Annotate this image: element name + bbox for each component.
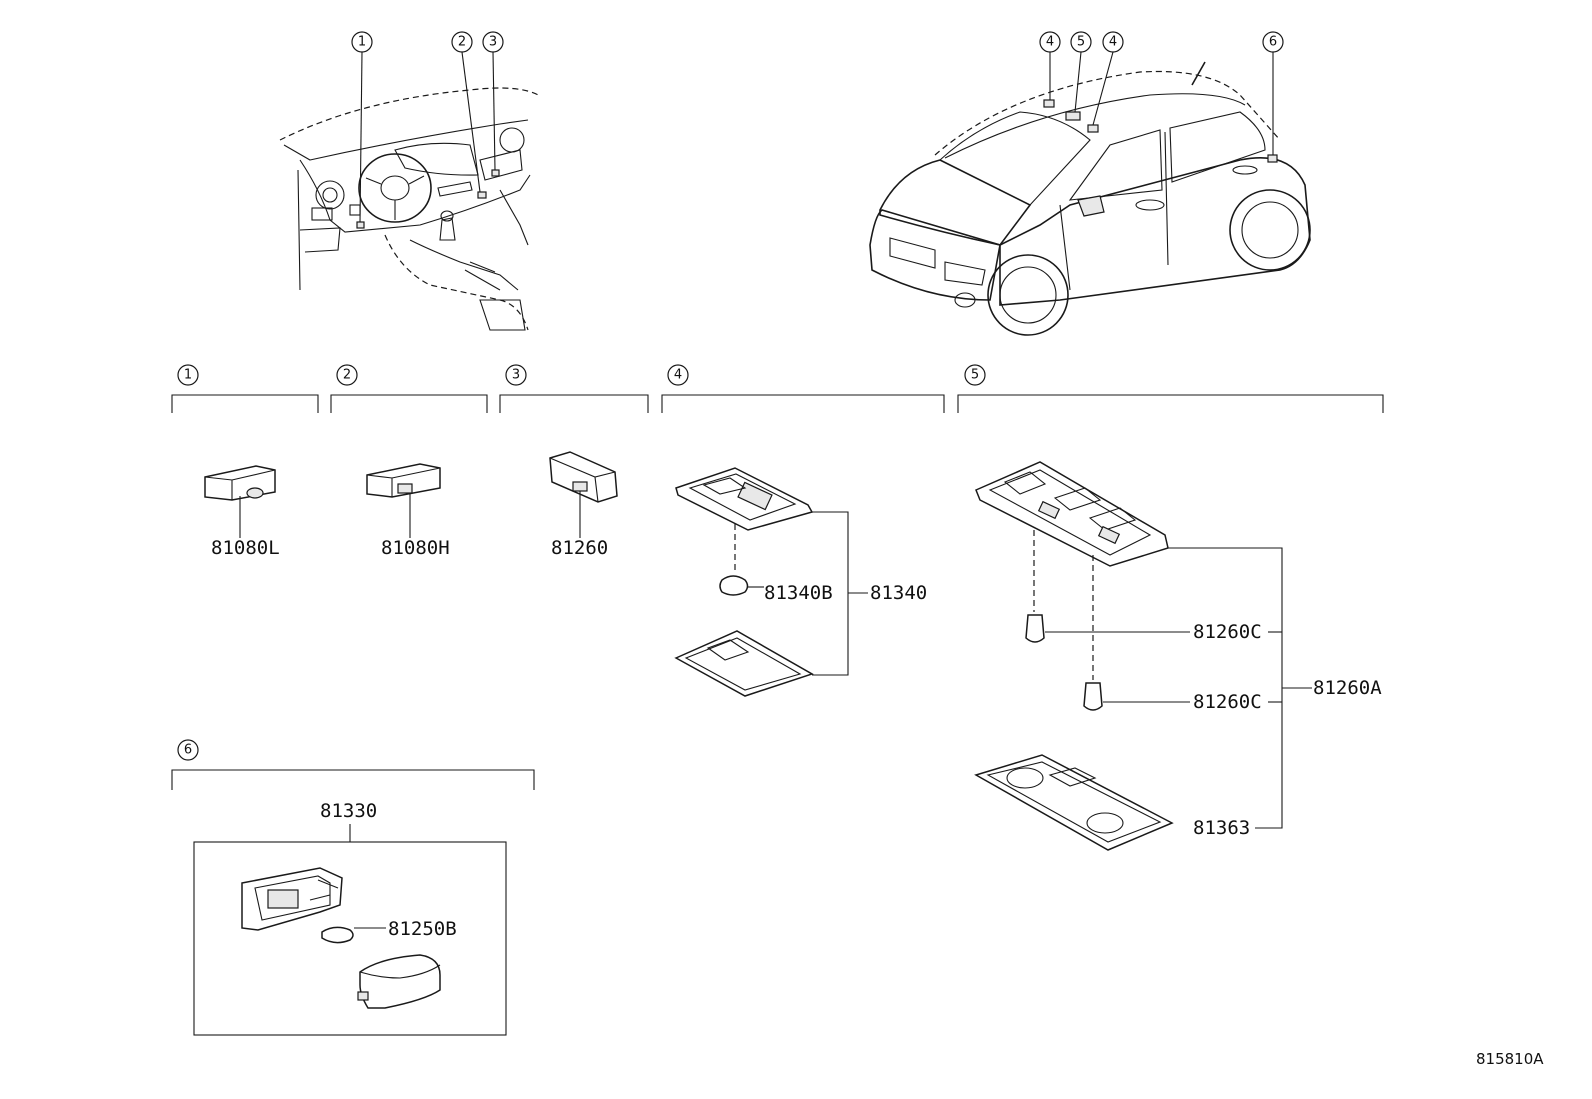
part-label-81080L: 81080L <box>211 537 280 559</box>
part-81080H-lamp <box>366 463 441 498</box>
callout-number: 2 <box>458 35 466 50</box>
part-81340-housing <box>675 467 814 531</box>
part-81080L-lamp <box>204 465 276 501</box>
part-label-81260: 81260 <box>551 537 608 559</box>
group-number: 6 <box>184 743 192 758</box>
part-label-81260A: 81260A <box>1313 677 1382 699</box>
part-label-81363: 81363 <box>1193 817 1250 839</box>
part-81250B-bulb <box>321 926 354 944</box>
callout-number: 5 <box>1077 35 1085 50</box>
callout-number: 4 <box>1109 35 1117 50</box>
callout-number: 3 <box>489 35 497 50</box>
part-81330-housing <box>241 867 343 931</box>
car-callout-4a: 4 <box>1039 31 1061 53</box>
group-number: 4 <box>674 368 682 383</box>
part-label-81340B: 81340B <box>764 582 833 604</box>
dashboard-overview-illustration <box>279 51 541 331</box>
group-number: 1 <box>184 368 192 383</box>
dash-callout-2: 2 <box>451 31 473 53</box>
callout-number: 4 <box>1046 35 1054 50</box>
part-81260-lamp <box>549 451 618 503</box>
callout-number: 1 <box>358 35 366 50</box>
group-number: 5 <box>971 368 979 383</box>
group-3: 3 81260 <box>499 364 649 559</box>
assembly-box-81330 <box>193 841 507 1036</box>
group-6: 6 81330 81250B <box>171 739 535 1036</box>
group-5: 5 81260C 81260C <box>957 364 1384 851</box>
part-81260C-bulb-2 <box>1083 682 1103 711</box>
part-81340-lens <box>674 630 814 697</box>
part-81330-lens <box>357 954 441 1009</box>
callout-number: 6 <box>1269 35 1277 50</box>
car-callout-4b: 4 <box>1102 31 1124 53</box>
part-label-81250B: 81250B <box>388 918 457 940</box>
part-81340B-bulb <box>719 575 749 596</box>
part-81260A-housing <box>975 461 1169 567</box>
part-label-81260C-2: 81260C <box>1193 691 1262 713</box>
group-1: 1 81080L <box>171 364 319 559</box>
part-label-81340: 81340 <box>870 582 927 604</box>
part-label-81080H: 81080H <box>381 537 450 559</box>
dash-callout-1: 1 <box>351 31 373 53</box>
part-81363-lens <box>974 754 1174 851</box>
group-number: 2 <box>343 368 351 383</box>
group-4: 4 81340B 81340 <box>661 364 945 697</box>
group-2: 2 81080H <box>330 364 488 559</box>
car-callout-6: 6 <box>1262 31 1284 53</box>
part-81260C-bulb-1 <box>1025 614 1045 643</box>
car-exterior-illustration <box>869 51 1311 336</box>
part-label-81260C-1: 81260C <box>1193 621 1262 643</box>
diagram-code: 815810A <box>1476 1050 1544 1068</box>
dash-callout-3: 3 <box>482 31 504 53</box>
group-number: 3 <box>512 368 520 383</box>
car-callout-5: 5 <box>1070 31 1092 53</box>
part-label-81330: 81330 <box>320 800 377 822</box>
